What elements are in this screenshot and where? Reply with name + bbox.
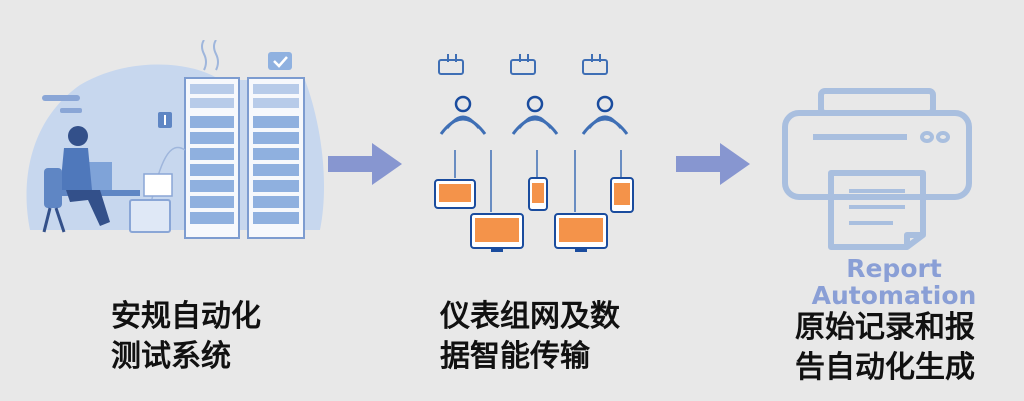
step-caption-report: 原始记录和报 告自动化生成: [795, 308, 975, 388]
flow-arrow: [328, 143, 402, 185]
wifi-node: [510, 54, 559, 135]
person-at-desk: [42, 126, 140, 233]
tag-strip: [60, 108, 82, 113]
flow-arrow: [676, 143, 750, 185]
caption-line: 据智能传输: [440, 339, 590, 374]
server-rack: [247, 77, 305, 239]
test-system-illustration: [26, 40, 325, 239]
wifi-node: [581, 54, 629, 135]
caption-line: 安规自动化: [111, 299, 261, 334]
tag-strip: [42, 95, 80, 101]
caption-line: 测试系统: [111, 339, 231, 374]
step-caption-networking: 仪表组网及数 据智能传输: [440, 297, 620, 377]
network-illustration: [434, 54, 634, 252]
monitor-icon: [129, 199, 171, 233]
printer-label-line: Report: [846, 254, 942, 283]
monitor-device: [554, 213, 608, 252]
server-rack: [184, 77, 240, 239]
step-caption-test-system: 安规自动化 测试系统: [111, 297, 261, 377]
printer-label: Report Automation: [810, 255, 978, 309]
checkmark-icon: [268, 52, 292, 70]
caption-line: 告自动化生成: [795, 350, 975, 385]
tablet-device: [434, 179, 476, 209]
printer-label-line: Automation: [811, 281, 977, 310]
caption-line: 原始记录和报: [795, 310, 975, 345]
printer-icon: [782, 88, 972, 250]
monitor-device: [470, 213, 524, 252]
phone-device: [528, 177, 548, 211]
wifi-node: [438, 54, 487, 135]
caption-line: 仪表组网及数: [440, 299, 620, 334]
phone-device: [610, 177, 634, 213]
